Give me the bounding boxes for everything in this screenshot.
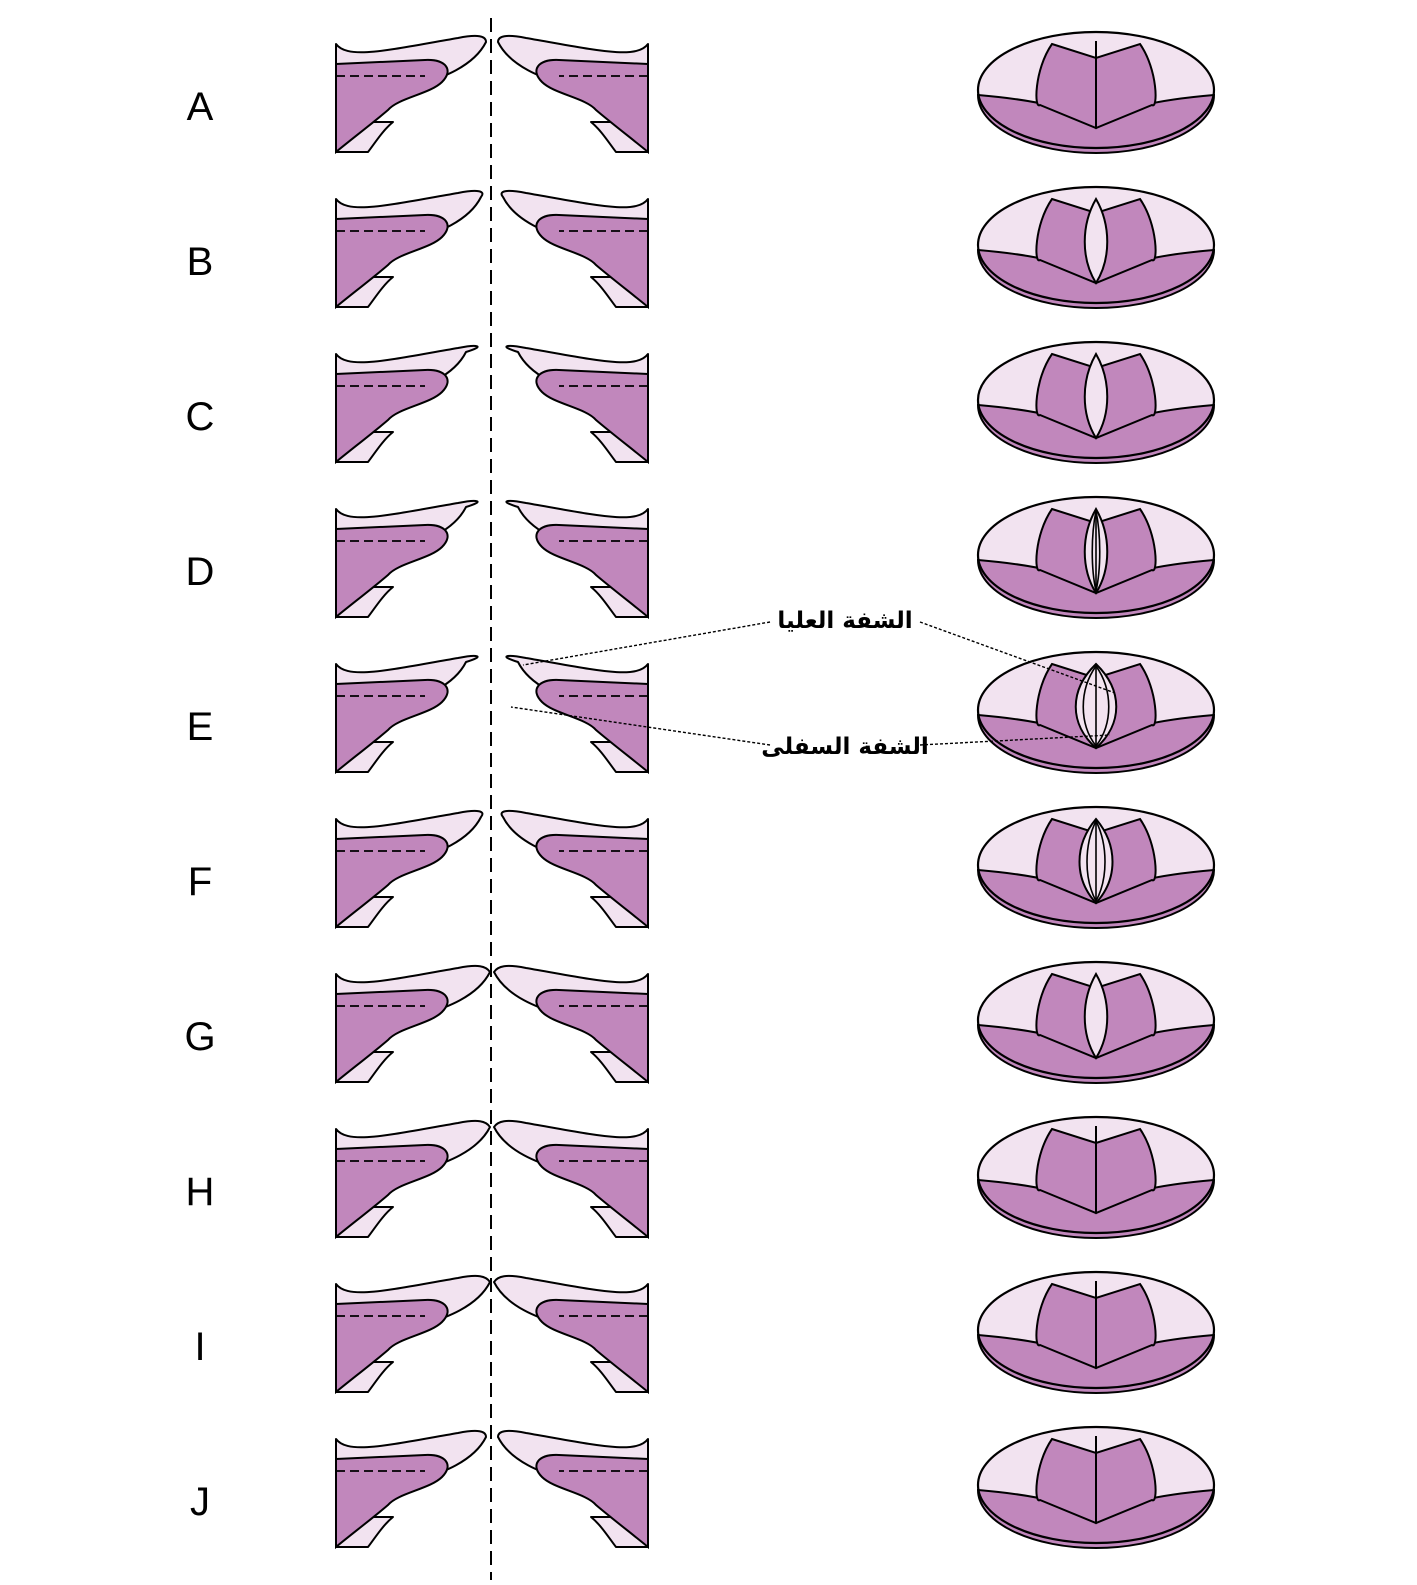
lower-lip-label: الشفة السفلى <box>761 734 929 760</box>
upper-lip-label: الشفة العليا <box>777 608 912 634</box>
left-fold-section <box>335 654 479 775</box>
left-fold-section <box>335 189 484 310</box>
stage-row-i: I <box>194 1270 1216 1395</box>
row-label: G <box>184 1015 215 1059</box>
glottis-top-view <box>976 30 1216 154</box>
right-fold-section <box>505 654 649 775</box>
glottis-top-view <box>976 340 1216 464</box>
right-fold-section <box>505 344 649 465</box>
row-label: H <box>186 1170 215 1214</box>
right-fold-section <box>493 1274 649 1395</box>
row-label: A <box>187 85 214 129</box>
row-label: F <box>188 860 212 904</box>
glottis-top-view <box>976 650 1216 774</box>
row-label: E <box>187 705 214 749</box>
row-label: B <box>187 240 214 284</box>
stage-row-c: C <box>186 340 1216 465</box>
row-label: I <box>194 1325 205 1369</box>
stage-row-j: J <box>190 1425 1216 1550</box>
glottis-top-view <box>976 495 1216 619</box>
right-fold-section <box>493 964 649 1085</box>
stage-row-d: D <box>186 495 1216 620</box>
left-fold-section <box>335 964 491 1085</box>
stage-row-f: F <box>188 805 1216 930</box>
stage-row-g: G <box>184 960 1216 1085</box>
right-fold-section <box>500 189 649 310</box>
right-fold-section <box>493 1119 649 1240</box>
glottis-top-view <box>976 1115 1216 1239</box>
row-label: J <box>190 1480 210 1524</box>
glottis-top-view <box>976 1270 1216 1394</box>
glottis-top-view <box>976 185 1216 309</box>
right-fold-section <box>497 34 649 155</box>
left-fold-section <box>335 499 479 620</box>
glottis-top-view <box>976 1425 1216 1549</box>
left-fold-section <box>335 34 487 155</box>
left-fold-section <box>335 1119 491 1240</box>
row-label: D <box>186 550 215 594</box>
row-label: C <box>186 395 215 439</box>
glottis-top-view <box>976 960 1216 1084</box>
left-fold-section <box>335 1429 487 1550</box>
right-fold-section <box>500 809 649 930</box>
stage-row-b: B <box>187 185 1216 310</box>
right-fold-section <box>505 499 649 620</box>
annotation-lines <box>510 621 1116 746</box>
left-fold-section <box>335 1274 491 1395</box>
stage-row-a: A <box>187 30 1216 155</box>
left-fold-section <box>335 809 484 930</box>
left-fold-section <box>335 344 479 465</box>
stage-row-e: E <box>187 650 1216 775</box>
glottis-top-view <box>976 805 1216 929</box>
right-fold-section <box>497 1429 649 1550</box>
stage-row-h: H <box>186 1115 1216 1240</box>
